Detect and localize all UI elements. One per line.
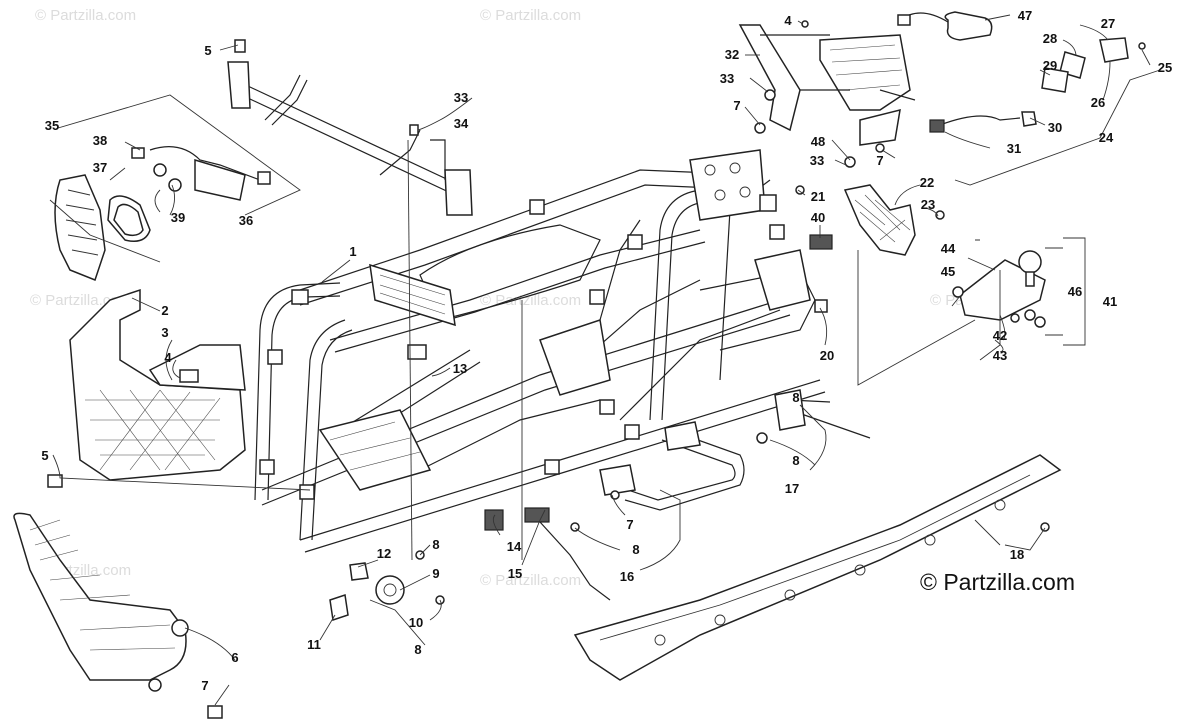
brand-watermark: © Partzilla.com xyxy=(920,569,1075,595)
front-bumper-drawing xyxy=(13,512,189,692)
callout-8: 8 xyxy=(414,642,421,657)
callout-4: 4 xyxy=(784,13,792,28)
callout-21: 21 xyxy=(811,189,825,204)
callout-15: 15 xyxy=(508,566,522,581)
watermark-text: © Partzilla.com xyxy=(35,7,136,24)
leader-lines xyxy=(49,14,1161,706)
callout-33: 33 xyxy=(454,90,468,105)
callout-11: 11 xyxy=(307,637,321,652)
callout-36: 36 xyxy=(239,213,253,228)
callout-47: 47 xyxy=(1018,8,1032,23)
harness-clip-drawing xyxy=(484,507,611,601)
callout-23: 23 xyxy=(921,197,935,212)
callout-28: 28 xyxy=(1043,31,1057,46)
callout-43: 43 xyxy=(993,348,1007,363)
callout-25: 25 xyxy=(1158,60,1172,75)
callout-8: 8 xyxy=(632,542,639,557)
callout-31: 31 xyxy=(1007,141,1021,156)
callout-24: 24 xyxy=(1099,130,1114,145)
front-fascia-drawing xyxy=(69,288,246,481)
callout-18: 18 xyxy=(1010,547,1024,562)
callout-40: 40 xyxy=(811,210,825,225)
mud-flap-drawing xyxy=(843,184,916,256)
callout-34: 34 xyxy=(454,116,469,131)
callout-7: 7 xyxy=(201,678,208,693)
rear-support-bracket-drawing xyxy=(756,389,871,444)
callout-45: 45 xyxy=(941,264,955,279)
callout-37: 37 xyxy=(93,160,107,175)
callout-8: 8 xyxy=(792,390,799,405)
callout-38: 38 xyxy=(93,133,107,148)
callout-33: 33 xyxy=(810,153,824,168)
main-frame-drawing xyxy=(254,149,826,553)
watermark-text: © Partzilla.com xyxy=(480,292,581,309)
callout-39: 39 xyxy=(171,210,185,225)
headlight-assembly-drawing xyxy=(54,146,271,281)
footrest-drawing xyxy=(599,421,745,511)
watermark-text: © Partzilla.com xyxy=(480,7,581,24)
callout-12: 12 xyxy=(377,546,391,561)
callout-17: 17 xyxy=(785,481,799,496)
watermark-text: © Partzilla.com xyxy=(480,572,581,589)
callout-26: 26 xyxy=(1091,95,1105,110)
callout-4: 4 xyxy=(164,350,172,365)
callout-29: 29 xyxy=(1043,58,1057,73)
skid-plate-drawing xyxy=(573,454,1062,681)
callout-32: 32 xyxy=(725,47,739,62)
callout-20: 20 xyxy=(820,348,834,363)
tail-light-drawing xyxy=(897,11,1146,133)
callout-5: 5 xyxy=(204,43,211,58)
callout-7: 7 xyxy=(626,517,633,532)
callout-44: 44 xyxy=(941,241,956,256)
callout-2: 2 xyxy=(161,303,168,318)
callout-9: 9 xyxy=(432,566,439,581)
callout-8: 8 xyxy=(432,537,439,552)
fasteners-drawing xyxy=(47,89,945,719)
callout-6: 6 xyxy=(231,650,238,665)
trailer-hitch-drawing xyxy=(952,250,1046,328)
callout-35: 35 xyxy=(45,118,59,133)
callout-7: 7 xyxy=(876,153,883,168)
callout-13: 13 xyxy=(453,361,467,376)
rear-rack-drawing xyxy=(738,20,916,146)
watermark-layer: © Partzilla.com © Partzilla.com © Partzill… xyxy=(30,7,1031,589)
horn-drawing xyxy=(329,550,445,621)
callout-14: 14 xyxy=(507,539,522,554)
callout-10: 10 xyxy=(409,615,423,630)
callout-5: 5 xyxy=(41,448,48,463)
callout-16: 16 xyxy=(620,569,634,584)
callout-48: 48 xyxy=(811,134,825,149)
callout-30: 30 xyxy=(1048,120,1062,135)
callout-42: 42 xyxy=(993,328,1007,343)
callout-33: 33 xyxy=(720,71,734,86)
callout-8: 8 xyxy=(792,453,799,468)
front-rack-bar-drawing xyxy=(227,39,473,216)
callout-46: 46 xyxy=(1068,284,1082,299)
callout-22: 22 xyxy=(920,175,934,190)
callout-1: 1 xyxy=(349,244,356,259)
callout-41: 41 xyxy=(1103,294,1117,309)
callout-7: 7 xyxy=(733,98,740,113)
callout-27: 27 xyxy=(1101,16,1115,31)
callout-3: 3 xyxy=(161,325,168,340)
